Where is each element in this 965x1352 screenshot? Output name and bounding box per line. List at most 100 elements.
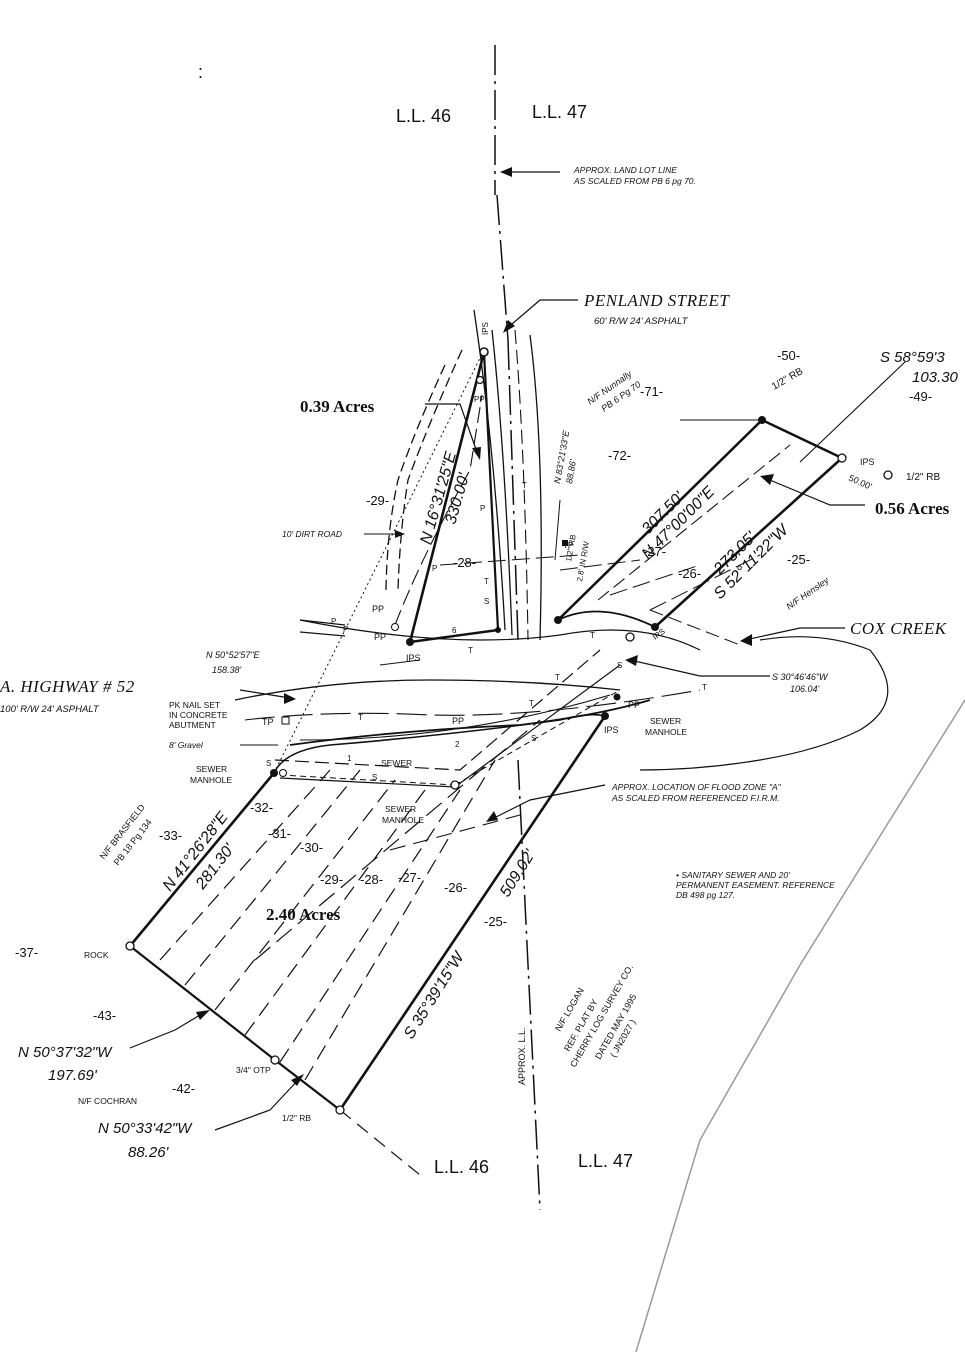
dirt-road-label: 10' DIRT ROAD [282, 529, 342, 539]
svg-text:P: P [343, 625, 348, 634]
contour-72: -72- [608, 448, 631, 463]
bearing-n50-52: N 50°52'57"E [206, 650, 261, 660]
dist-n50-37: 197.69' [48, 1067, 98, 1084]
utility-codes: PP 6T TS PP TT 21 SS SS TT TT [266, 481, 707, 782]
pk-nail-2: IN CONCRETE [169, 710, 228, 720]
contour-32: -32- [250, 800, 273, 815]
dist-n50-52: 158.38' [212, 665, 242, 675]
bearing-s58: S 58°59'3 [880, 349, 945, 366]
penland-street-title: PENLAND STREET [583, 291, 730, 310]
sewer-mh-mid-2: MANHOLE [382, 815, 424, 825]
ll-47-top: L.L. 47 [532, 102, 587, 122]
pp-west-2: PP [374, 632, 386, 642]
sewer-mh-east-1: SEWER [650, 716, 681, 726]
svg-text:T: T [529, 699, 534, 708]
penland-leader [504, 299, 578, 331]
svg-text:2: 2 [455, 740, 460, 749]
parcel-2-40 [129, 713, 607, 1176]
sewer-line-label: SEWER [381, 758, 412, 768]
dirt-road-lines [385, 349, 463, 591]
leader-arrows [129, 403, 865, 1131]
svg-text:T: T [555, 673, 560, 682]
dist-n83: 88.86' [564, 458, 578, 484]
ips-penland: IPS [481, 322, 490, 335]
dist-s30: 106.04' [790, 684, 820, 694]
contour-28-low: -28- [360, 872, 383, 887]
dist-s58: 103.30 [912, 369, 959, 386]
sewer-note-2: PERMANENT EASEMENT. REFERENCE [676, 880, 835, 890]
dist-s35: 509.02' [497, 846, 539, 900]
gravel-label: 8' Gravel [169, 740, 204, 750]
rb-half-south: 1/2" RB [282, 1113, 311, 1123]
highway-title: A. HIGHWAY # 52 [0, 677, 135, 696]
ll-46-bottom: L.L. 46 [434, 1157, 489, 1177]
area-0-56: 0.56 Acres [875, 499, 950, 518]
arrow-head-icon [500, 167, 512, 177]
bearing-n50-33: N 50°33'42"W [98, 1120, 193, 1137]
area-0-39: 0.39 Acres [300, 397, 375, 416]
pp-west-1: PP [372, 604, 384, 614]
rb-rw-2: 2.8' IN R/W [575, 540, 591, 582]
contour-43: -43- [93, 1008, 116, 1023]
pk-nail-3: ABUTMENT [169, 720, 216, 730]
sewer-mh-mid-1: SEWER [385, 804, 416, 814]
page-edge [635, 699, 965, 1352]
cox-creek-title: COX CREEK [850, 619, 948, 638]
contour-42: -42- [172, 1081, 195, 1096]
svg-text:1: 1 [347, 754, 352, 763]
svg-text:S: S [372, 773, 377, 782]
approx-ll-note-2: AS SCALED FROM PB 6 pg 70. [573, 176, 696, 186]
highway-rw: 100' R/W 24' ASPHALT [0, 704, 100, 715]
contour-25-top: -25- [787, 552, 810, 567]
svg-text:T: T [358, 713, 363, 722]
ips-east: IPS [860, 457, 875, 467]
contour-37: -37- [15, 945, 38, 960]
rock-label: ROCK [84, 950, 109, 960]
highway-lines [234, 619, 701, 746]
svg-text:T: T [484, 577, 489, 586]
cox-creek-outline [639, 636, 889, 771]
svg-text:T: T [590, 631, 595, 640]
approx-ll-note-1: APPROX. LAND LOT LINE [573, 165, 677, 175]
svg-text:S: S [531, 734, 536, 743]
svg-text:T: T [468, 646, 473, 655]
contour-31: -31- [268, 826, 291, 841]
contour-29-low: -29- [320, 872, 343, 887]
svg-text:P: P [432, 564, 437, 573]
sewer-note-1: • SANITARY SEWER AND 20' [676, 870, 790, 880]
pp-highway: PP [452, 716, 464, 726]
monument-markers [125, 347, 893, 1115]
rb-half-east: 1/2" RB [906, 472, 940, 483]
bearing-s35: S 35°39'15"W [401, 948, 469, 1042]
owner-cochran: N/F COCHRAN [78, 1096, 137, 1106]
ll-47-bottom: L.L. 47 [578, 1151, 633, 1171]
pp-penland: PP [474, 395, 485, 404]
pp-east: PP [628, 700, 640, 710]
sewer-mh-west-2: MANHOLE [190, 775, 232, 785]
dotted-rw-line [273, 347, 486, 774]
tp-north: TP [563, 541, 573, 550]
sewer-mh-east-2: MANHOLE [645, 727, 687, 737]
land-lot-line [494, 45, 541, 1211]
contour-27-top: -27- [643, 544, 666, 559]
area-2-40: 2.40 Acres [266, 905, 341, 924]
contour-lines [439, 554, 761, 646]
contour-33: -33- [159, 828, 182, 843]
otp-label: 3/4" OTP [236, 1065, 271, 1075]
contour-25-low: -25- [484, 914, 507, 929]
svg-text:P: P [480, 504, 485, 513]
parcel-0-39 [408, 351, 500, 644]
pk-nail-1: PK NAIL SET [169, 700, 220, 710]
sewer-mh-west-1: SEWER [196, 764, 227, 774]
penland-rw: 60' R/W 24' ASPHALT [594, 316, 689, 327]
svg-text:6: 6 [452, 626, 457, 635]
svg-text:P: P [331, 617, 336, 626]
contour-30: -30- [300, 840, 323, 855]
contour-29-top: -29- [366, 493, 389, 508]
ips-south: IPS [604, 725, 619, 735]
penland-street-lines [473, 309, 542, 641]
contour-50: -50- [777, 348, 800, 363]
tp-west: TP [262, 717, 274, 727]
contour-71: -71- [640, 384, 663, 399]
